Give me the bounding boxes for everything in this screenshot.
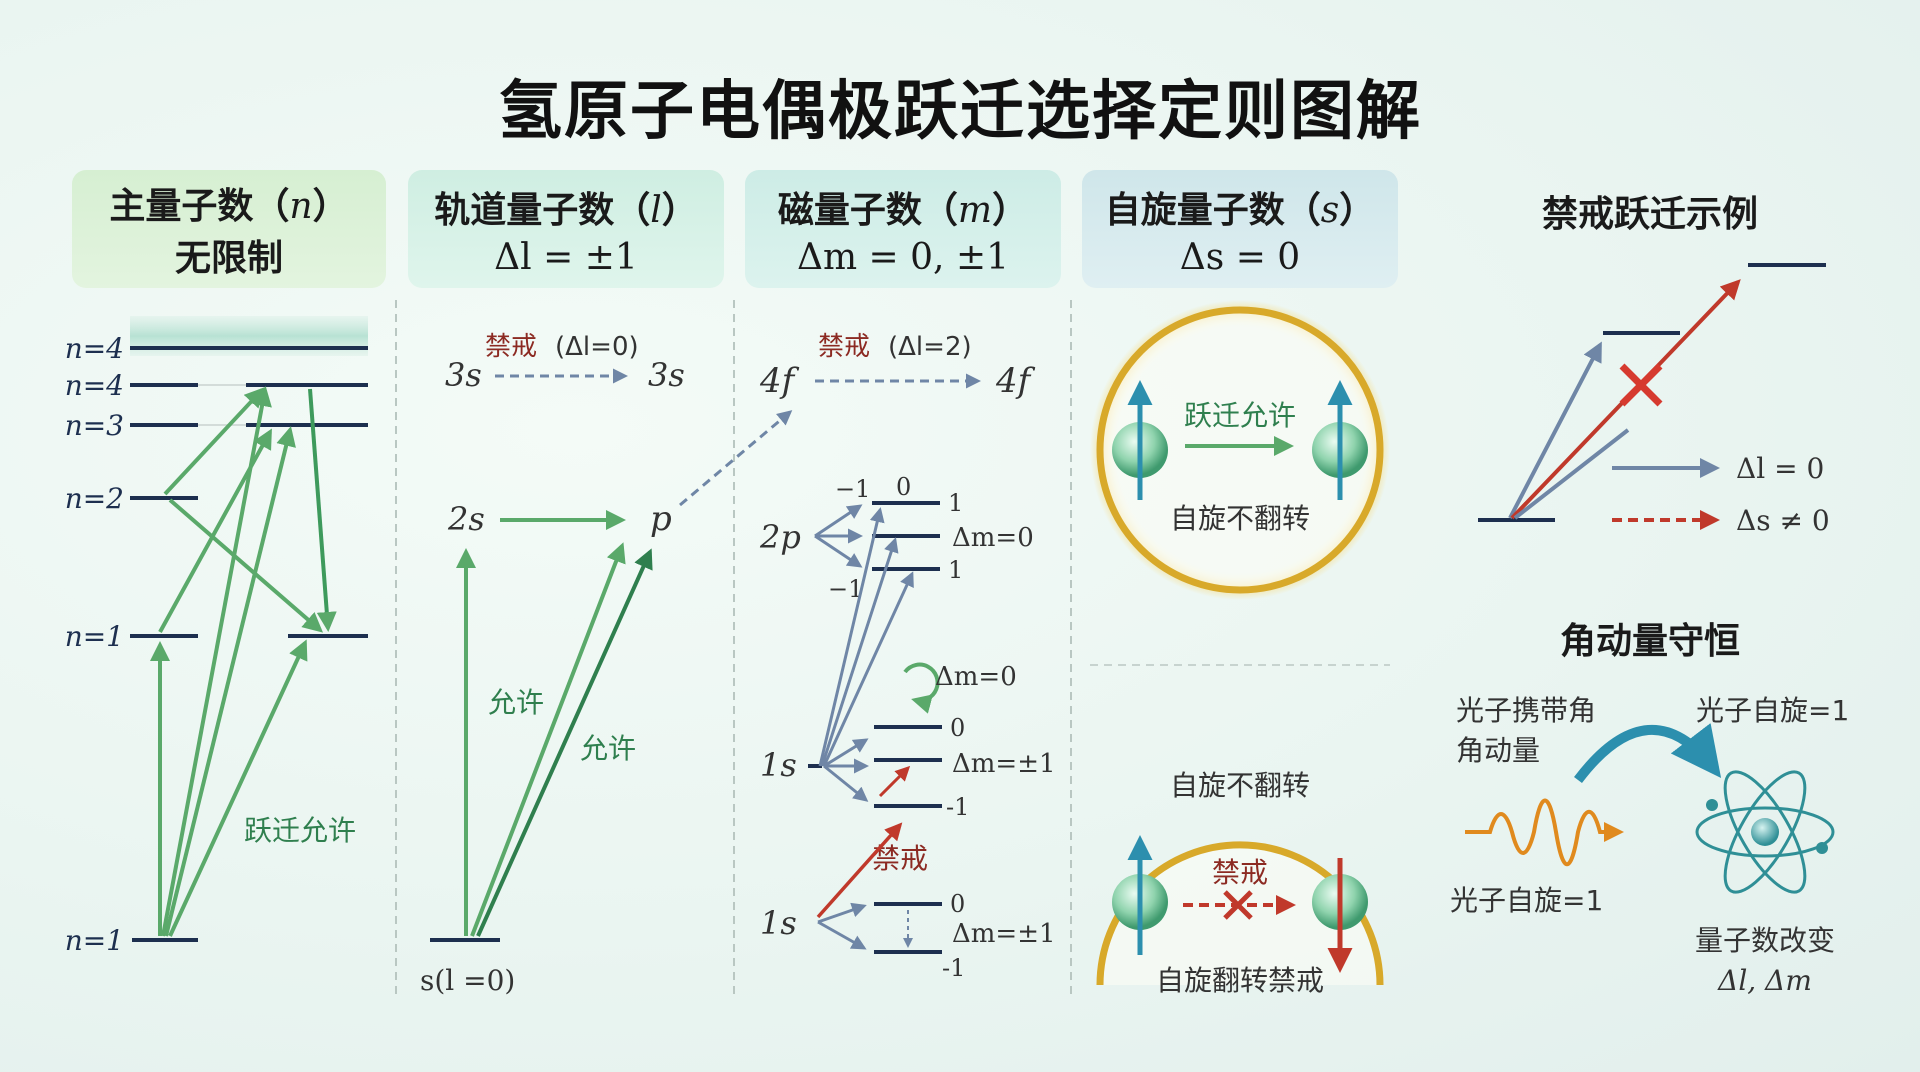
dm0-loop-label: Δm=0 [935, 662, 1017, 692]
header-orbital-rule: Δl = ±1 [494, 236, 638, 278]
m-label-one-b: 1 [948, 556, 963, 584]
forbidden-example: Δl = 0 Δs ≠ 0 [1478, 263, 1830, 537]
header-magnetic-rule: Δm = 0, ±1 [796, 236, 1010, 278]
header-magnetic: 磁量子数（m） Δm = 0, ±1 [745, 170, 1061, 288]
forbidden-x-icon [1223, 890, 1253, 920]
col2-allowed-1: 允许 [488, 686, 544, 719]
dm0-loop-icon [903, 662, 940, 714]
dm0-label: Δm=0 [952, 523, 1034, 553]
level-label-n4a: n=4 [65, 332, 124, 365]
m-label-zero: 0 [896, 473, 911, 501]
photon-wave-icon [1464, 798, 1624, 867]
col1-levels [130, 316, 368, 942]
header-principal: 主量子数（n） 无限制 [72, 170, 386, 288]
state-3s-right: 3s [648, 356, 685, 394]
m-label-zero-d: 0 [950, 890, 965, 918]
forbidden-example-x-icon [1619, 363, 1663, 407]
level-label-n1b: n=1 [65, 924, 124, 957]
red-small-arrow [878, 765, 911, 798]
m-label-minus-d: -1 [942, 954, 965, 982]
photon-transfer-arrow [1574, 723, 1722, 784]
photon-carries-2: 角动量 [1456, 734, 1540, 767]
forbidden-red-arrow [816, 822, 903, 919]
m-label-minus-c: -1 [946, 793, 969, 821]
state-4f-right: 4f [995, 361, 1036, 401]
header-spin-rule: Δs = 0 [1179, 236, 1301, 278]
col2-forbidden: 禁戒 [485, 332, 537, 362]
qn-change-2: Δl, Δm [1717, 964, 1812, 997]
legend-ds: Δs ≠ 0 [1736, 504, 1830, 537]
dmpm1-label-b: Δm=±1 [952, 919, 1056, 949]
no-flip-label-2: 自旋不翻转 [1170, 769, 1310, 802]
state-1s-b: 1s [760, 904, 797, 942]
flip-forbidden-label: 自旋翻转禁戒 [1156, 964, 1324, 997]
angular-momentum: 光子携带角 角动量 光子自旋=1 光子自旋=1 量子数改变 Δl, Δm [1450, 694, 1849, 997]
col3: 禁戒 (Δl=2) 4f 4f 2p −1 0 1 Δm=0 1 −1 Δm=0 [759, 332, 1056, 982]
qn-change: 量子数改变 [1695, 924, 1835, 957]
angular-momentum-title: 角动量守恒 [1559, 621, 1740, 662]
spin-allowed-label: 跃迁允许 [1184, 399, 1296, 432]
photon-spin-bottom: 光子自旋=1 [1450, 884, 1603, 917]
col2: 禁戒 (Δl=0) 3s 3s 2s p 允许 允许 s(l =0) [420, 332, 793, 997]
col4: 跃迁允许 自旋不翻转 自旋不翻转 禁戒 自旋翻转禁戒 [1090, 300, 1390, 997]
1s-to-2p-arrows [818, 507, 914, 802]
arrow-ground-p-2 [476, 548, 653, 937]
column-dividers [395, 300, 1072, 1000]
level-label-n1a: n=1 [65, 620, 124, 653]
atom-icon [1695, 770, 1835, 894]
spin-forbidden-label: 禁戒 [1212, 856, 1268, 889]
spin-allowed-ring [1096, 306, 1384, 594]
state-2s: 2s [447, 500, 485, 538]
header-spin: 自旋量子数（s） Δs = 0 [1082, 170, 1398, 288]
state-p: p [650, 499, 672, 539]
state-4f-left: 4f [759, 361, 800, 401]
m-label-minus-b: −1 [828, 575, 863, 603]
m-label-one: 1 [948, 489, 963, 517]
state-1s-a: 1s [760, 746, 797, 784]
arrow-ground-p-1 [470, 542, 626, 937]
col3-forbidden-rule: (Δl=2) [888, 332, 972, 362]
header-orbital: 轨道量子数（l） Δl = ±1 [408, 170, 724, 288]
level-label-n4b: n=4 [65, 369, 124, 402]
legend-dl: Δl = 0 [1736, 452, 1824, 485]
state-2p: 2p [759, 518, 801, 556]
photon-spin-right: 光子自旋=1 [1696, 694, 1849, 727]
forbidden-p-4f-arrow [679, 410, 793, 507]
2p-split-arrows [814, 504, 863, 568]
no-flip-label: 自旋不翻转 [1170, 502, 1310, 535]
page-title: 氢原子电偶极跃迁选择定则图解 [498, 75, 1422, 149]
spin-forbidden-ring [1096, 841, 1384, 986]
forbidden-example-title: 禁戒跃迁示例 [1541, 194, 1758, 235]
col1-arrows [150, 386, 337, 937]
header-principal-rule: 无限制 [174, 238, 283, 279]
dmpm1-label: Δm=±1 [952, 749, 1056, 779]
col1-level-labels: n=4 n=4 n=3 n=2 n=1 n=1 [65, 332, 124, 957]
level-label-n2: n=2 [65, 482, 124, 515]
col1-allowed-label: 跃迁允许 [244, 814, 356, 847]
col2-ground-label: s(l =0) [420, 964, 515, 997]
col3-forbidden: 禁戒 [818, 332, 870, 362]
photon-carries-1: 光子携带角 [1456, 694, 1596, 727]
state-3s-left: 3s [445, 356, 482, 394]
level-label-n3: n=3 [65, 409, 124, 442]
m-label-top: −1 [835, 475, 870, 503]
col2-allowed-2: 允许 [580, 732, 636, 765]
m-label-zero-c: 0 [950, 714, 965, 742]
col2-forbidden-rule: (Δl=0) [555, 332, 639, 362]
